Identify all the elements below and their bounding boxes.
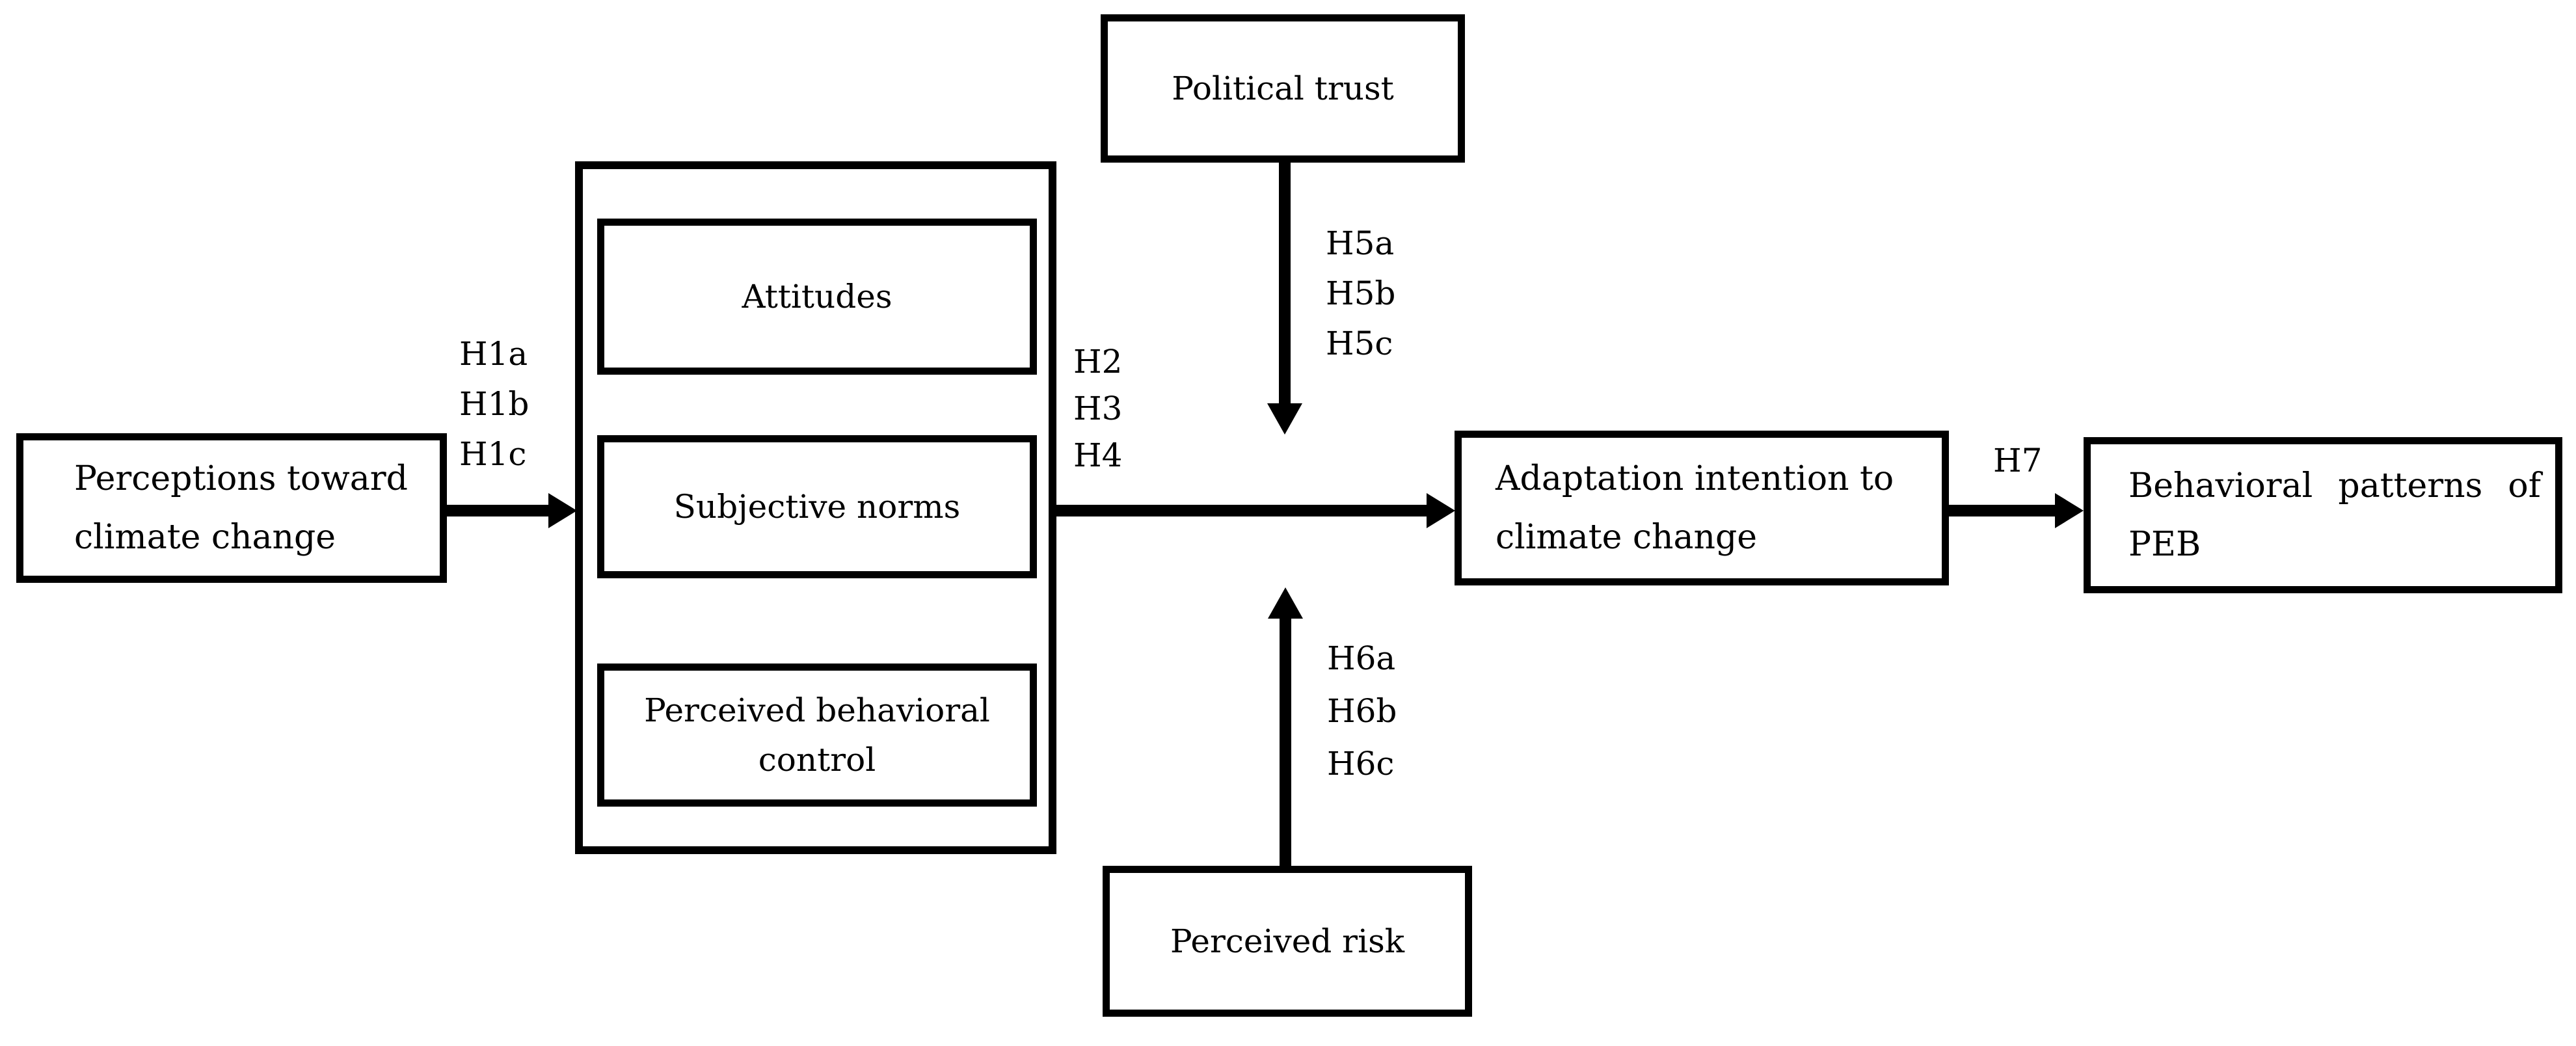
h3-label: H3 bbox=[1073, 390, 1123, 427]
perceived-risk-box: Perceived risk bbox=[1103, 866, 1472, 1017]
behavioral-patterns-box: Behavioral patterns of PEB bbox=[2084, 437, 2562, 593]
subjective-norms-label: Subjective norms bbox=[673, 488, 961, 526]
h1b-label: H1b bbox=[459, 385, 530, 423]
arrow-perceived-risk-up-head bbox=[1268, 587, 1303, 619]
hypothesis-labels-h5: H5a H5b H5c bbox=[1326, 219, 1395, 369]
arrow-perceptions-to-tpb-head bbox=[548, 493, 577, 528]
h4-label: H4 bbox=[1073, 436, 1123, 474]
arrow-perceived-risk-up-shaft bbox=[1280, 617, 1291, 867]
perceptions-label: Perceptions toward climate change bbox=[74, 459, 408, 557]
arrow-perceptions-to-tpb-shaft bbox=[444, 505, 550, 516]
hypothesis-labels-h2-h4: H2 H3 H4 bbox=[1073, 338, 1122, 479]
arrow-adaptation-to-peb-head bbox=[2055, 493, 2084, 528]
h5b-label: H5b bbox=[1326, 275, 1396, 312]
h6a-label: H6a bbox=[1327, 639, 1396, 677]
subjective-norms-box: Subjective norms bbox=[597, 435, 1037, 578]
adaptation-intention-box: Adaptation intention to climate change bbox=[1455, 431, 1949, 585]
hypothesis-labels-h1: H1a H1b H1c bbox=[459, 329, 529, 479]
perceived-behavioral-control-label: Perceived behavioral control bbox=[644, 691, 990, 779]
h5c-label: H5c bbox=[1326, 325, 1393, 362]
hypothesis-labels-h6: H6a H6b H6c bbox=[1327, 632, 1397, 790]
arrow-tpb-to-adaptation-head bbox=[1427, 493, 1455, 528]
perceived-behavioral-control-box: Perceived behavioral control bbox=[597, 664, 1037, 807]
attitudes-label: Attitudes bbox=[742, 278, 892, 315]
arrow-adaptation-to-peb-shaft bbox=[1948, 505, 2057, 516]
adaptation-intention-label: Adaptation intention to climate change bbox=[1496, 459, 1894, 557]
arrow-tpb-to-adaptation-shaft bbox=[1055, 505, 1429, 516]
political-trust-box: Political trust bbox=[1101, 14, 1465, 163]
h1a-label: H1a bbox=[459, 335, 528, 373]
attitudes-box: Attitudes bbox=[597, 219, 1037, 375]
h1c-label: H1c bbox=[459, 435, 527, 473]
behavioral-patterns-label: Behavioral patterns of PEB bbox=[2128, 466, 2541, 564]
h5a-label: H5a bbox=[1326, 224, 1395, 262]
h2-label: H2 bbox=[1073, 343, 1123, 381]
perceived-risk-label: Perceived risk bbox=[1170, 922, 1405, 960]
hypothesis-label-h7: H7 bbox=[1993, 442, 2043, 479]
h6c-label: H6c bbox=[1327, 745, 1395, 783]
arrow-political-trust-down-shaft bbox=[1279, 161, 1291, 405]
arrow-political-trust-down-head bbox=[1267, 403, 1302, 435]
political-trust-label: Political trust bbox=[1172, 70, 1394, 107]
perceptions-box: Perceptions toward climate change bbox=[16, 433, 447, 583]
h6b-label: H6b bbox=[1327, 692, 1397, 730]
